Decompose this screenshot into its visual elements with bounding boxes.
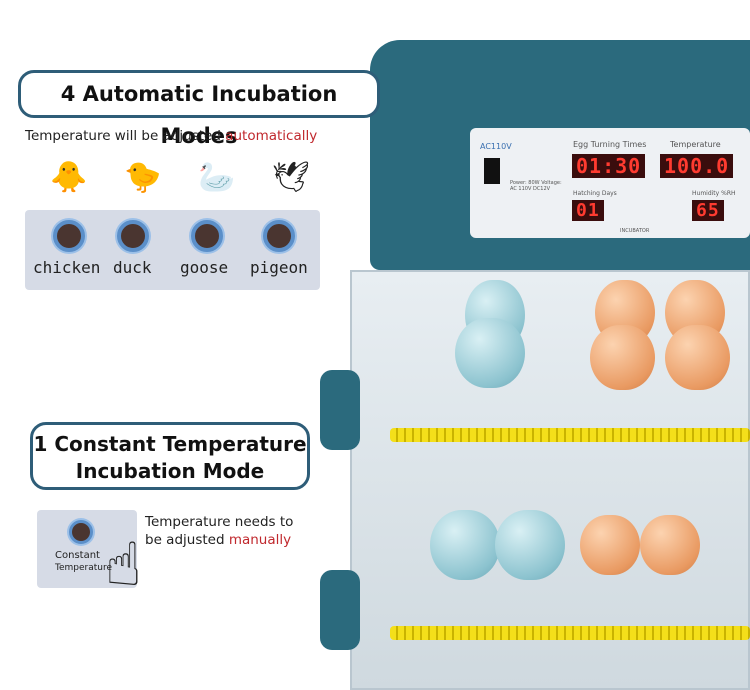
brand-label: INCUBATOR: [620, 228, 650, 234]
constant-title-line2: Incubation Mode: [75, 459, 265, 483]
goose-label: goose: [180, 258, 229, 277]
constant-mode-panel: Constant Temperature: [37, 510, 137, 588]
pigeon-label: pigeon: [250, 258, 308, 277]
power-switch[interactable]: [484, 158, 500, 184]
chicken-mode-button[interactable]: [53, 220, 85, 252]
power-spec: Power: 80W Voltage: AC 110V DC12V: [510, 180, 562, 192]
auto-modes-banner: 4 Automatic Incubation Modes: [18, 70, 380, 148]
chick-icon: 🐥: [50, 160, 88, 195]
hatching-days-label: Hatching Days: [573, 190, 617, 197]
constant-label-line1: Constant: [55, 550, 100, 561]
auto-mode-panel: chicken duck goose pigeon: [25, 210, 320, 290]
constant-title-line1: 1 Constant Temperature: [33, 432, 307, 456]
control-panel: AC110V Power: 80W Voltage: AC 110V DC12V…: [470, 128, 750, 238]
pigeon-mode-button[interactable]: [263, 220, 295, 252]
hatching-days-display: 01: [572, 200, 604, 221]
chicken-label: chicken: [33, 258, 101, 277]
tray-knob: [320, 370, 360, 450]
temperature-label: Temperature: [670, 140, 721, 149]
constant-mode-banner: 1 Constant Temperature Incubation Mode: [30, 422, 310, 490]
desc-prefix: be adjusted: [145, 532, 229, 548]
constant-temperature-button[interactable]: [69, 520, 93, 544]
egg-roller-rail: [390, 626, 750, 640]
egg-roller-rail: [390, 428, 750, 442]
constant-desc: Temperature needs to be adjusted manuall…: [145, 513, 293, 549]
egg-turning-label: Egg Turning Times: [573, 140, 647, 149]
duckling-icon: 🐤: [123, 160, 162, 195]
duck-label: duck: [113, 258, 152, 277]
humidity-display: 65: [692, 200, 724, 221]
incubator-image: AC110V Power: 80W Voltage: AC 110V DC12V…: [320, 40, 750, 690]
subtitle-text: Temperature will be adjusted: [25, 128, 226, 144]
constant-label-line2: Temperature: [55, 563, 113, 573]
desc-highlight: manually: [228, 532, 292, 548]
humidity-label: Humidity %RH: [692, 190, 736, 197]
duck-mode-button[interactable]: [117, 220, 149, 252]
goose-icon: 🦢: [197, 160, 236, 195]
bird-icons: 🐥 🐤 🦢 🕊: [50, 160, 310, 195]
egg-turning-display: 01:30: [572, 154, 646, 178]
pigeon-icon: 🕊: [271, 160, 310, 195]
temperature-display: 100.0: [660, 154, 734, 178]
goose-mode-button[interactable]: [191, 220, 223, 252]
tray-knob: [320, 570, 360, 650]
desc-line1: Temperature needs to: [145, 514, 294, 530]
pointing-hand-icon: ☝: [105, 530, 142, 600]
auto-modes-subtitle: Temperature will be adjusted automatical…: [25, 128, 317, 144]
voltage-label: AC110V: [480, 142, 512, 151]
auto-modes-title: 4 Automatic Incubation Modes: [60, 82, 338, 148]
subtitle-highlight: automatically: [225, 128, 318, 144]
